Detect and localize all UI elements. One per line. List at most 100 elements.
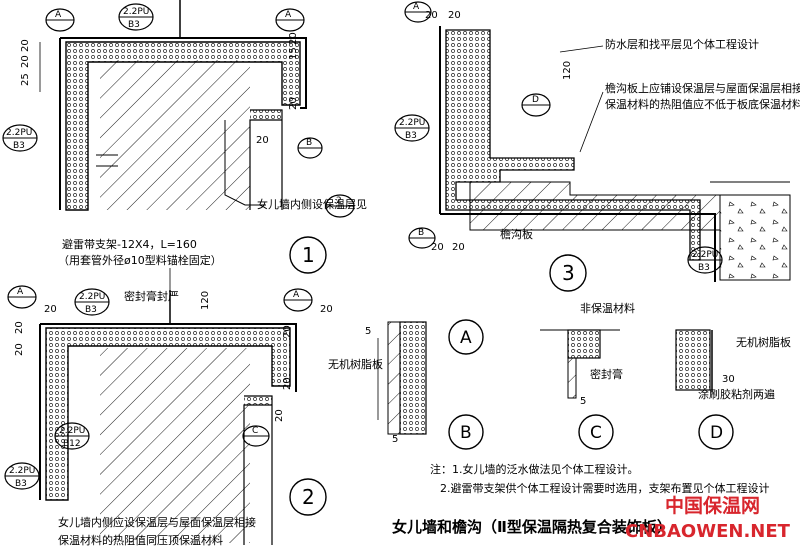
dim-20: 20 xyxy=(20,55,31,68)
d1-parapet-hatch xyxy=(100,60,250,210)
dim-25: 25 xyxy=(20,73,31,86)
dim-20: 20 xyxy=(288,97,299,110)
svg-text:A: A xyxy=(285,10,292,20)
dim-120: 120 xyxy=(200,291,211,310)
callout-a: A xyxy=(45,8,75,32)
callout-a: A xyxy=(275,8,305,32)
svg-text:2.2PU: 2.2PU xyxy=(6,128,32,138)
dim-20: 20 xyxy=(282,325,293,338)
callout-22pu-b3: 2.2PU B3 xyxy=(74,288,110,316)
dim-20: 20 xyxy=(14,321,25,334)
svg-text:3: 3 xyxy=(562,261,575,285)
detail-3: 20 20 120 20 20 A D 2.2PU B3 B 2. xyxy=(394,1,800,292)
svg-text:2.2PU: 2.2PU xyxy=(9,466,35,476)
d2-lightning-sub: （用套管外径ø10型料锚栓固定） xyxy=(58,253,222,267)
nonins-label: 非保温材料 xyxy=(580,301,635,315)
svg-text:B: B xyxy=(418,228,424,238)
detail-number-3: 3 xyxy=(549,254,587,292)
dim-20: 20 xyxy=(14,343,25,356)
callout-d: D xyxy=(521,93,551,117)
footnote-1: 注：1.女儿墙的泛水做法见个体工程设计。 xyxy=(430,462,639,476)
d3-waterproof-note: 防水层和找平层见个体工程设计 xyxy=(605,37,759,51)
callout-a: A xyxy=(283,288,313,312)
detail-letter-c: C xyxy=(578,414,614,450)
d3-gutter-note-2: 保温材料的热阻值应不低于板底保温材料的热阻值 xyxy=(605,97,800,111)
svg-text:2: 2 xyxy=(336,196,342,206)
detail-letter-b: B xyxy=(448,414,484,450)
d1-insulation xyxy=(65,41,301,211)
inorganic-d-label: 无机树脂板 xyxy=(736,335,791,349)
svg-text:B12: B12 xyxy=(63,439,81,449)
svg-text:2.2PU: 2.2PU xyxy=(79,292,105,302)
d2-lightning-note: 避雷带支架-12X4，L=160 xyxy=(62,237,197,251)
callout-22pu-b3: 2.2PU B3 xyxy=(394,114,430,142)
d2-insulation xyxy=(45,327,291,501)
d2-parapet-hatch xyxy=(100,348,250,543)
dim-20: 20 xyxy=(288,32,299,45)
dim-20: 20 xyxy=(320,304,333,315)
svg-text:B3: B3 xyxy=(13,141,25,151)
d2-cladding xyxy=(39,323,297,500)
svg-text:B: B xyxy=(460,423,472,443)
dim-15: 15 xyxy=(288,47,299,60)
callout-22pu-b3: 2.2PU B3 xyxy=(687,246,723,274)
dim-20: 20 xyxy=(448,10,461,21)
svg-text:C: C xyxy=(252,426,258,436)
dim-5: 5 xyxy=(392,434,398,445)
detail-number-1: 1 xyxy=(289,236,327,274)
detail-letter-d: D xyxy=(698,414,734,450)
callout-22pu-b3: 2.2PU B3 xyxy=(118,3,154,31)
callout-22pu-b12: 2.2PU B12 xyxy=(54,422,90,450)
brush-d-label: 涂刷胶粘剂两遍 xyxy=(698,387,775,401)
callout-a: A xyxy=(7,285,37,309)
d2-sealant-note: 密封膏封严 xyxy=(124,289,179,303)
d2-inner-note-1: 女儿墙内侧应设保温层与屋面保温层相接 xyxy=(58,515,256,529)
svg-text:B3: B3 xyxy=(698,263,710,273)
d2-inner-wall xyxy=(243,395,273,545)
dim-20: 20 xyxy=(431,242,444,253)
dim-5: 5 xyxy=(365,326,371,337)
svg-text:2.2PU: 2.2PU xyxy=(123,7,149,17)
d3-gutter-label: 檐沟板 xyxy=(500,227,533,241)
svg-text:B3: B3 xyxy=(405,131,417,141)
svg-text:B3: B3 xyxy=(128,20,140,30)
svg-text:B: B xyxy=(306,138,312,148)
page-title: 女儿墙和檐沟（Ⅱ型保温隔热复合装饰板） xyxy=(392,518,672,536)
dim-20: 20 xyxy=(256,135,269,146)
callout-2: 2 xyxy=(325,194,355,218)
dim-20: 20 xyxy=(20,39,31,52)
d3-slab xyxy=(469,181,721,231)
callout-b: B xyxy=(408,227,436,249)
svg-text:2.2PU: 2.2PU xyxy=(399,118,425,128)
dim-20: 20 xyxy=(282,377,293,390)
d2-inner-note-2: 保温材料的热阻值同压顶保温材料 xyxy=(58,533,223,547)
detail-letter-a: A xyxy=(448,319,484,355)
svg-text:2.2PU: 2.2PU xyxy=(692,250,718,260)
svg-text:A: A xyxy=(17,287,24,297)
watermark-cn: 中国保温网 xyxy=(665,494,760,517)
dim-20: 20 xyxy=(274,409,285,422)
svg-text:1: 1 xyxy=(302,243,315,267)
dim-120: 120 xyxy=(562,61,573,80)
svg-text:2: 2 xyxy=(302,485,315,509)
small-details: 5 5 无机树脂板 A B 非保温材料 密封膏 5 C 无机树脂板 30 涂刷胶… xyxy=(328,301,791,450)
sealant-c-label: 密封膏 xyxy=(590,367,623,381)
callout-b: B xyxy=(297,137,323,159)
svg-text:A: A xyxy=(293,290,300,300)
inorganic-board-label: 无机树脂板 xyxy=(328,357,383,371)
d3-wall xyxy=(719,194,791,281)
svg-text:2.2PU: 2.2PU xyxy=(59,426,85,436)
svg-text:D: D xyxy=(710,423,723,443)
dim-5: 5 xyxy=(580,396,586,407)
svg-text:A: A xyxy=(55,10,62,20)
d1-inner-wall-note: 女儿墙内侧设保温层见 xyxy=(257,197,367,211)
dim-20: 20 xyxy=(425,10,438,21)
svg-text:B3: B3 xyxy=(85,305,97,315)
svg-text:A: A xyxy=(460,328,472,348)
callout-22pu-b3: 2.2PU B3 xyxy=(2,124,38,152)
footnote-2: 2.避雷带支架供个体工程设计需要时选用，支架布置见个体工程设计 xyxy=(440,481,770,495)
detail-2: 20 20 120 20 20 20 20 20 避雷带支架-12X4，L=16… xyxy=(4,237,333,547)
d1-inner-wall xyxy=(249,109,283,210)
